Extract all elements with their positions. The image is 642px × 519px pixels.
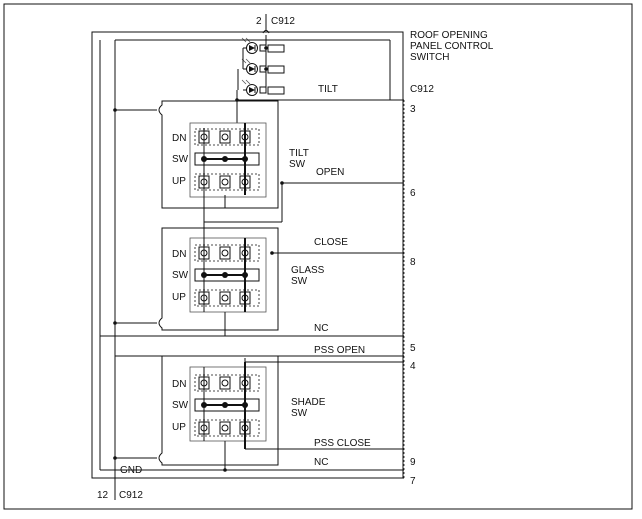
right-connector-label: C912	[410, 84, 434, 95]
nc-signal-label-1: NC	[314, 323, 328, 334]
bottom-pin-number: 12	[97, 490, 109, 501]
pin-5: 5	[410, 343, 416, 354]
pss-open-signal-label: PSS OPEN	[314, 345, 365, 356]
tilt-signal-label: TILT	[318, 84, 338, 95]
open-signal-label: OPEN	[316, 167, 344, 178]
top-connector-label: C912	[271, 16, 295, 27]
pin-6: 6	[410, 188, 416, 199]
tilt-name-2: SW	[289, 159, 306, 170]
shade-dn-label: DN	[172, 379, 186, 390]
tilt-dn-label: DN	[172, 133, 186, 144]
pin-7: 7	[410, 476, 416, 487]
bottom-connector-label: C912	[119, 490, 143, 501]
glass-sw-label: SW	[172, 270, 189, 281]
pss-close-signal-label: PSS CLOSE	[314, 438, 371, 449]
shade-up-label: UP	[172, 422, 186, 433]
shade-name-1: SHADE	[291, 397, 326, 408]
pin-8: 8	[410, 257, 416, 268]
tilt-up-label: UP	[172, 176, 186, 187]
shade-name-2: SW	[291, 408, 308, 419]
title-line-3: SWITCH	[410, 52, 449, 63]
shade-switch: DN SW UP SHADE SW	[115, 356, 404, 472]
led-2	[241, 58, 267, 75]
pin-4: 4	[410, 361, 416, 372]
title-line-2: PANEL CONTROL	[410, 41, 494, 52]
close-signal-label: CLOSE	[314, 237, 348, 248]
tilt-name-1: TILT	[289, 148, 309, 159]
title-line-1: ROOF OPENING	[410, 30, 488, 41]
led-3	[241, 79, 267, 96]
shade-sw-label: SW	[172, 400, 189, 411]
glass-up-label: UP	[172, 292, 186, 303]
glass-dn-label: DN	[172, 249, 186, 260]
tilt-sw-label: SW	[172, 154, 189, 165]
illumination-led-array	[237, 37, 285, 96]
tilt-switch: DN SW UP TILT SW	[115, 100, 309, 222]
pin-3: 3	[410, 104, 416, 115]
gnd-label: GND	[120, 465, 142, 476]
top-pin-number: 2	[256, 16, 262, 27]
glass-name-2: SW	[291, 276, 308, 287]
nc-signal-label-2: NC	[314, 457, 328, 468]
pin-9: 9	[410, 457, 416, 468]
glass-switch: DN SW UP GLASS SW	[115, 221, 325, 336]
glass-name-1: GLASS	[291, 265, 325, 276]
outer-border	[3, 3, 633, 510]
